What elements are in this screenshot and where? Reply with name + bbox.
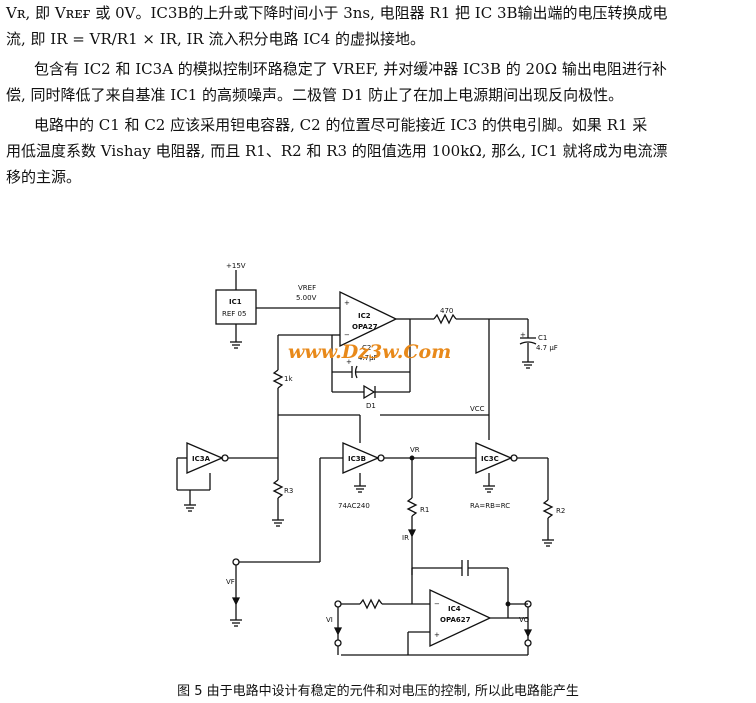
ic3b-name: IC3B xyxy=(348,455,366,463)
ic1-reference: IC1 REF 05 xyxy=(215,289,257,325)
figure-caption: 图 5 由于电路中设计有稳定的元件和对电压的控制, 所以此电路能产生 xyxy=(177,684,579,699)
plus-sign: + xyxy=(344,299,350,307)
plus-sign: + xyxy=(520,331,526,339)
vf-arrow-icon xyxy=(231,597,241,606)
text-line: 电路中的 C1 和 C2 应该采用钽电容器, C2 的位置尽可能接近 IC3 的… xyxy=(34,116,648,134)
c2-value: 4.7μF xyxy=(358,354,378,362)
ic4-name: IC4 xyxy=(448,605,461,613)
paragraph-1: Vʀ, 即 Vʀᴇғ 或 0V。IC3B的上升或下降时间小于 3ns, 电阻器 … xyxy=(6,0,750,52)
ic3a-name: IC3A xyxy=(192,455,211,463)
text-line: 用低温度系数 Vishay 电阻器, 而且 R1、R2 和 R3 的阻值选用 1… xyxy=(6,142,668,160)
ground-icon xyxy=(542,539,554,547)
ground-icon xyxy=(230,341,242,349)
ground-icon xyxy=(354,485,366,493)
ic2-name: IC2 xyxy=(358,312,371,320)
r1k-label: 1k xyxy=(284,375,293,383)
r-resistor xyxy=(272,479,284,499)
text-line: 流, 即 IR = VR/R1 × IR, IR 流入积分电路 IC4 的虚拟接… xyxy=(6,30,425,48)
d1-label: D1 xyxy=(366,402,376,410)
plus-sign: + xyxy=(346,358,352,366)
ic1-name: IC1 xyxy=(229,298,242,306)
vref-label: VREF xyxy=(298,284,316,292)
r2-label: R2 xyxy=(556,507,565,515)
ic3c-name: IC3C xyxy=(481,455,499,463)
ic4-opamp: − + IC4 OPA627 xyxy=(429,588,492,648)
part-74ac240: 74AC240 xyxy=(338,502,370,510)
ic2-part: OPA27 xyxy=(352,323,378,331)
text-line: Vʀ, 即 Vʀᴇғ 或 0V。IC3B的上升或下降时间小于 3ns, 电阻器 … xyxy=(6,4,668,22)
ground-icon xyxy=(184,504,196,512)
vf-label: VF xyxy=(226,578,235,586)
ground-icon xyxy=(483,485,495,493)
r1k-resistor xyxy=(272,369,284,389)
c1-value: 4.7 μF xyxy=(536,344,558,352)
current-arrow-icon xyxy=(407,529,417,538)
vr-label: VR xyxy=(410,446,420,454)
minus-sign: − xyxy=(434,600,440,608)
ic1-part: REF 05 xyxy=(222,310,246,318)
vi-label: VI xyxy=(326,616,333,624)
vcc-label: VCC xyxy=(470,405,485,413)
watermark: www.Dz3w.Com xyxy=(288,341,451,363)
ic2-opamp: + − IC2 OPA27 xyxy=(339,290,398,348)
r2-resistor xyxy=(542,499,554,519)
r1-label: R1 xyxy=(420,506,429,514)
plus-sign: + xyxy=(434,631,440,639)
paragraph-3: 电路中的 C1 和 C2 应该采用钽电容器, C2 的位置尽可能接近 IC3 的… xyxy=(6,112,750,190)
text-line: 移的主源。 xyxy=(6,168,82,186)
diode-d1 xyxy=(363,384,376,400)
ground-icon xyxy=(522,361,534,369)
r1-resistor xyxy=(406,497,418,517)
input-resistor xyxy=(359,598,383,610)
supply-label: +15V xyxy=(226,262,246,270)
r470-label: 470 xyxy=(440,307,453,315)
c2-label: C2 xyxy=(362,344,371,352)
r470-resistor xyxy=(433,313,457,325)
text-line: 包含有 IC2 和 IC3A 的模拟控制环路稳定了 VREF, 并对缓冲器 IC… xyxy=(34,60,667,78)
text-line: 偿, 同时降低了来自基准 IC1 的高频噪声。二极管 D1 防止了在加上电源期间… xyxy=(6,86,624,104)
r3-label: R3 xyxy=(284,487,293,495)
c1-label: C1 xyxy=(538,334,547,342)
ra-eq-label: RA=RB=RC xyxy=(470,502,510,510)
ic3b-buffer: IC3B xyxy=(342,442,385,474)
minus-sign: − xyxy=(344,331,350,339)
ground-icon xyxy=(272,519,284,527)
vref-value: 5.00V xyxy=(296,294,317,302)
vo-label: VO xyxy=(519,616,530,624)
ir-label: IR xyxy=(402,534,409,542)
ic4-part: OPA627 xyxy=(440,616,471,624)
ground-icon xyxy=(230,619,242,627)
vi-arrow-icon xyxy=(333,627,343,636)
paragraph-2: 包含有 IC2 和 IC3A 的模拟控制环路稳定了 VREF, 并对缓冲器 IC… xyxy=(6,56,750,108)
vo-arrow-icon xyxy=(523,629,533,638)
ic3c-buffer: IC3C xyxy=(475,442,518,474)
ic3a-buffer: IC3A xyxy=(186,442,229,474)
